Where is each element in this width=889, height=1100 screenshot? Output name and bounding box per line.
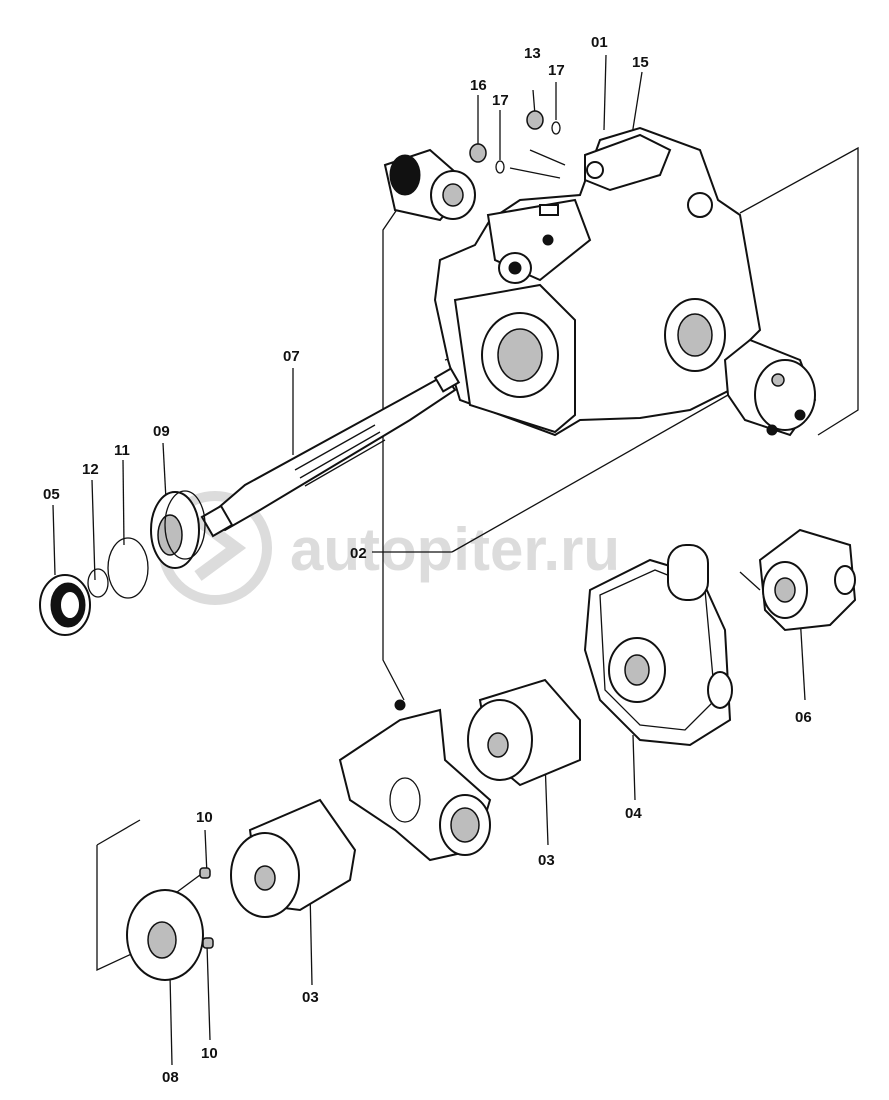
callout-09: 09 [153,423,170,440]
callout-17-lower: 17 [492,92,509,109]
pump-housing [433,126,762,437]
watermark: autopiter.ru [158,491,620,605]
valve-plate [126,867,214,981]
callout-13: 13 [524,45,541,62]
valve-block [583,544,733,747]
swash-cradle [338,699,492,862]
callout-04: 04 [625,805,642,822]
plugs-and-orings [469,110,561,174]
bearing [150,490,206,569]
callout-07: 07 [283,348,300,365]
callout-labels: 01 15 13 17 16 17 07 09 11 12 05 02 06 0… [43,34,812,1086]
callout-17-upper: 17 [548,62,565,79]
callout-11: 11 [114,442,130,459]
cylinder-lower [230,798,357,918]
oil-seal [39,574,91,636]
end-cover [723,338,817,437]
callout-03-upper: 03 [538,852,555,869]
cylinder-upper [467,678,581,787]
callout-15: 15 [632,54,649,71]
callout-10-upper: 10 [196,809,213,826]
callout-12: 12 [82,461,99,478]
callout-01: 01 [591,34,608,51]
callout-10-lower: 10 [201,1045,218,1062]
callout-05: 05 [43,486,60,503]
snap-rings [87,537,149,599]
callout-02: 02 [350,545,367,562]
drive-shaft [200,367,461,538]
gear-pump [758,528,857,632]
valve-cartridge [383,148,476,222]
callout-16: 16 [470,77,487,94]
watermark-text: autopiter.ru [290,516,620,583]
callout-08: 08 [162,1069,179,1086]
callout-03-lower: 03 [302,989,319,1006]
callout-06: 06 [795,709,812,726]
